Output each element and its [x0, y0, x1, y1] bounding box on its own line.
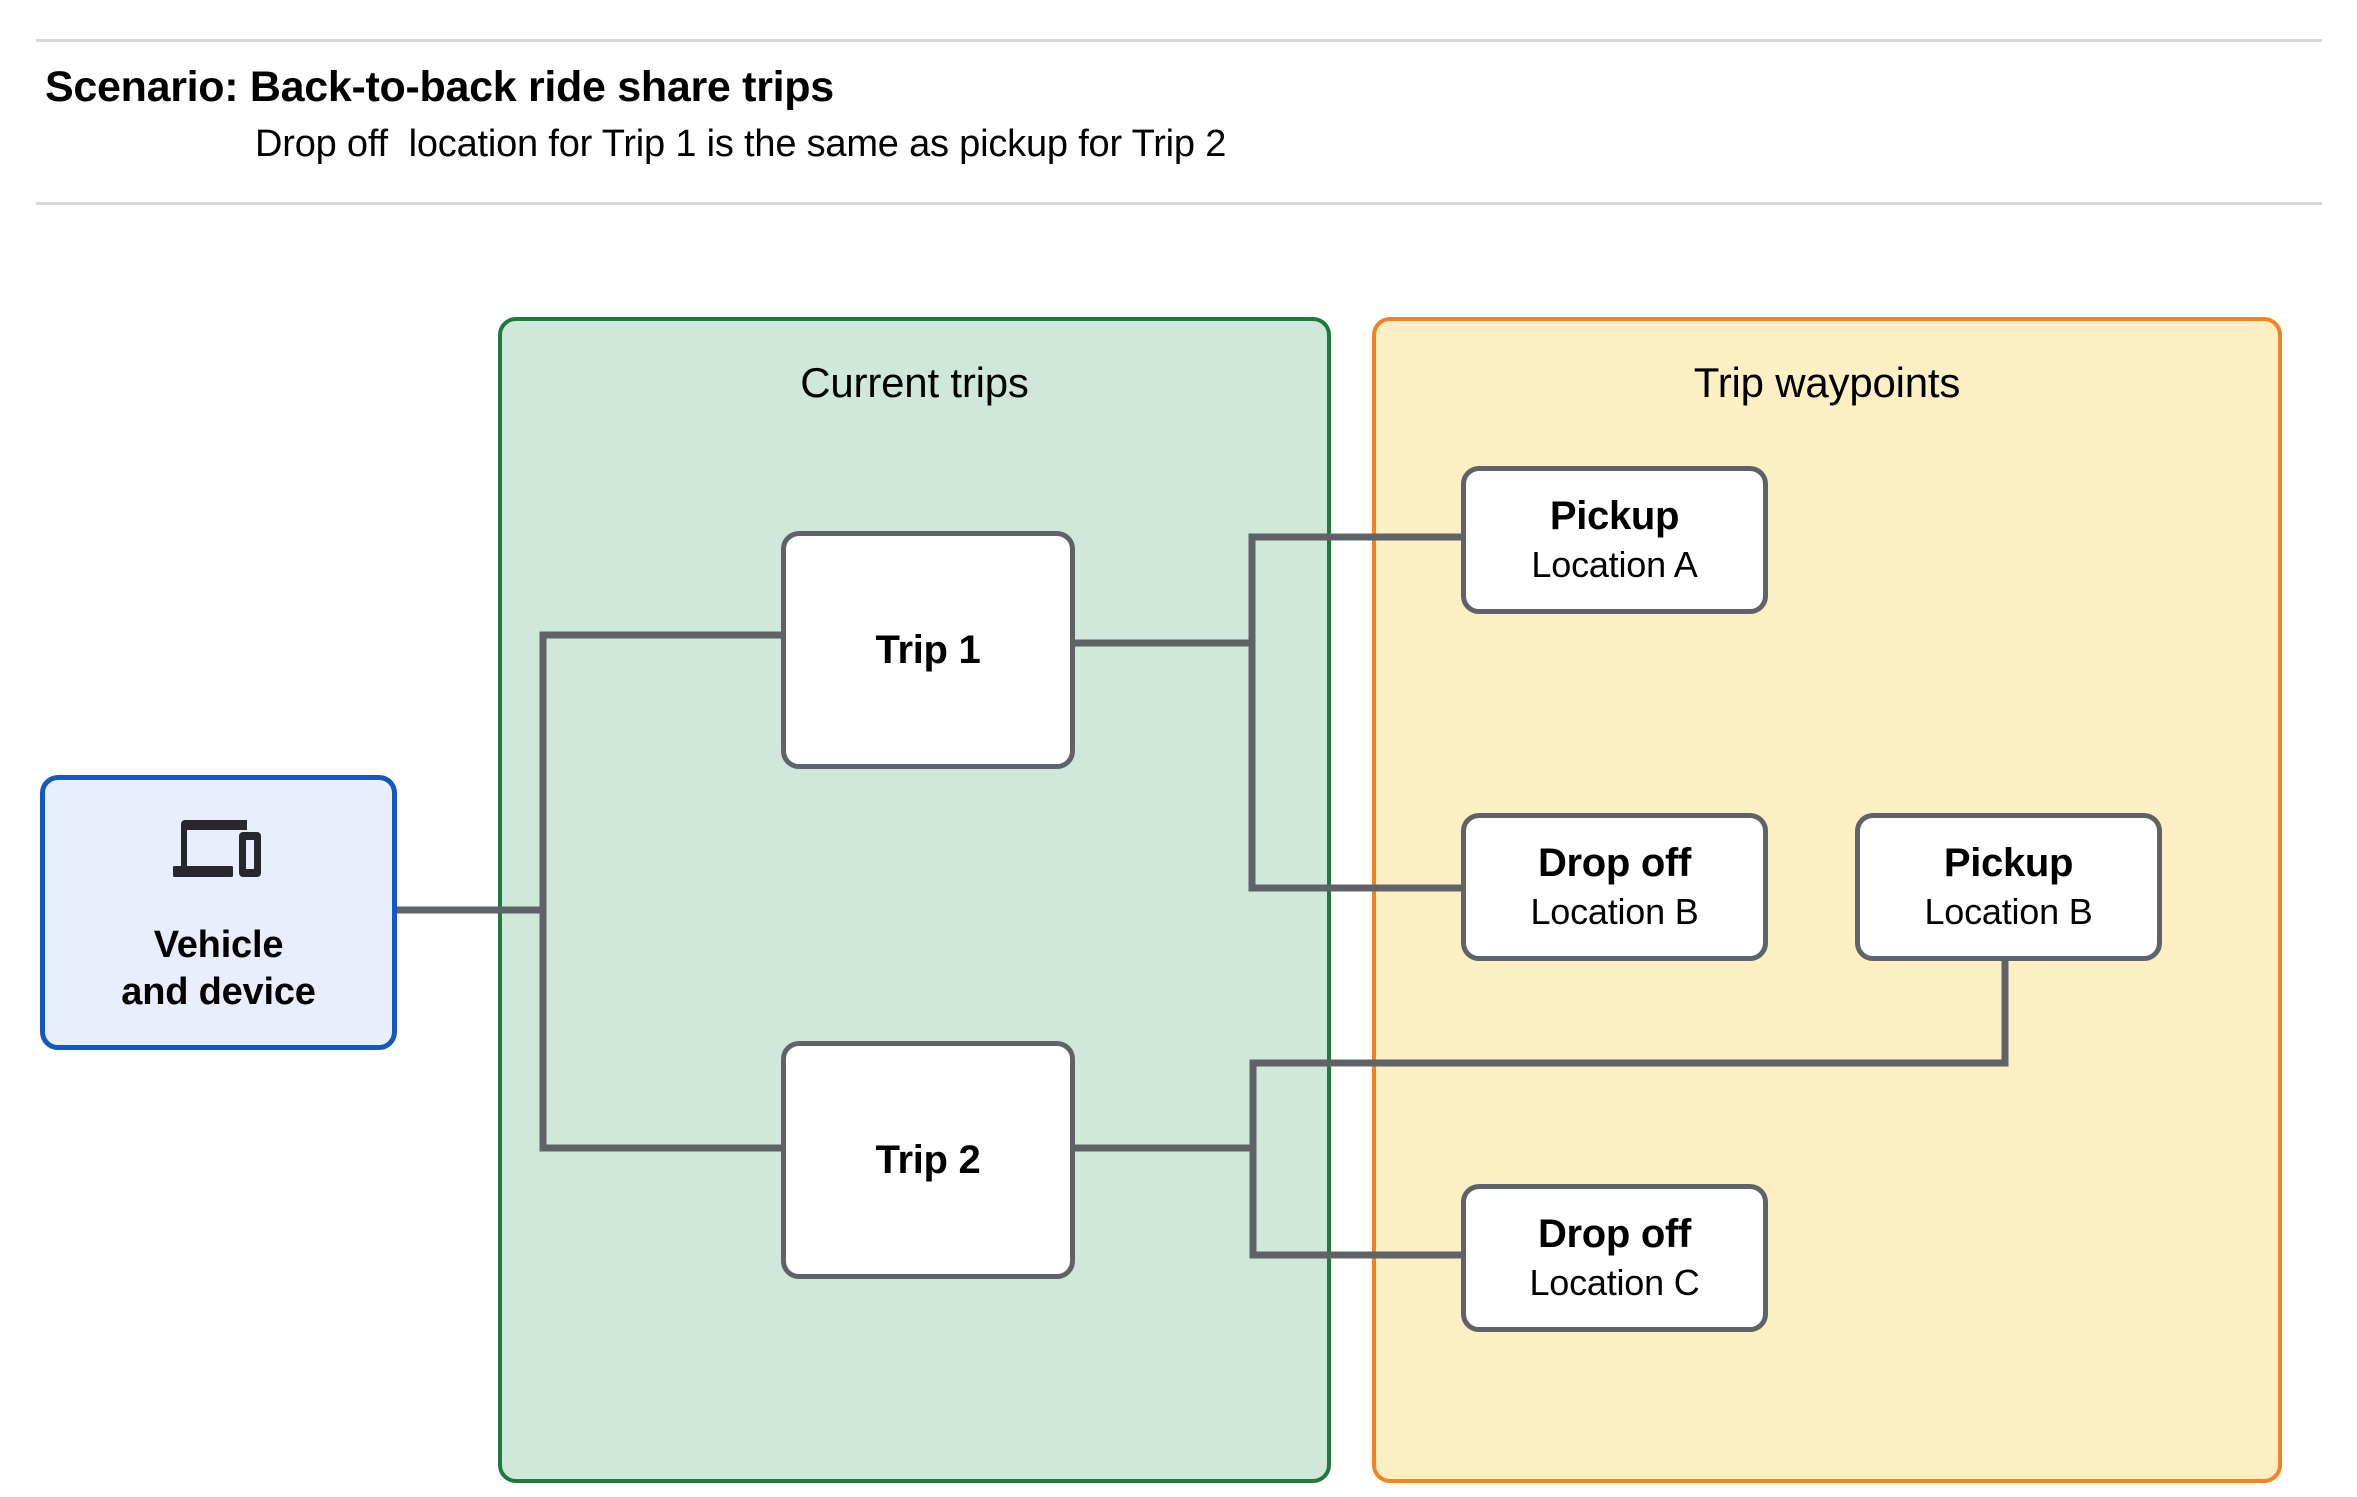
waypoint-type: Pickup	[1549, 494, 1680, 539]
panel-current-trips: Current trips	[498, 317, 1331, 1483]
waypoint-type: Pickup	[1943, 841, 2074, 886]
header-rule-top	[36, 39, 2322, 42]
waypoint-location: Location B	[1530, 891, 1699, 933]
waypoint-type: Drop off	[1537, 841, 1692, 886]
node-trip-2-label: Trip 2	[875, 1138, 981, 1182]
header-rule-bottom	[36, 202, 2322, 205]
waypoint-location: Location B	[1924, 891, 2093, 933]
node-trip-1-label: Trip 1	[875, 628, 981, 672]
node-vehicle-and-device[interactable]: Vehicle and device	[40, 775, 397, 1050]
node-pickup-location-a[interactable]: Pickup Location A	[1461, 466, 1768, 614]
panel-trip-waypoints-title: Trip waypoints	[1693, 359, 1961, 406]
page-subtitle: Drop off location for Trip 1 is the same…	[255, 123, 1227, 165]
vehicle-and-device-label: Vehicle and device	[121, 924, 316, 1013]
waypoint-location: Location C	[1529, 1262, 1700, 1304]
panel-current-trips-title: Current trips	[800, 359, 1029, 406]
laptop-and-phone-icon	[172, 820, 261, 878]
node-pickup-location-b[interactable]: Pickup Location B	[1855, 813, 2162, 961]
node-trip-1[interactable]: Trip 1	[781, 531, 1075, 769]
node-dropoff-location-b[interactable]: Drop off Location B	[1461, 813, 1768, 961]
waypoint-location: Location A	[1531, 544, 1698, 586]
node-trip-2[interactable]: Trip 2	[781, 1041, 1075, 1279]
node-dropoff-location-c[interactable]: Drop off Location C	[1461, 1184, 1768, 1332]
page-title: Scenario: Back-to-back ride share trips	[45, 63, 834, 111]
waypoint-type: Drop off	[1537, 1212, 1692, 1257]
